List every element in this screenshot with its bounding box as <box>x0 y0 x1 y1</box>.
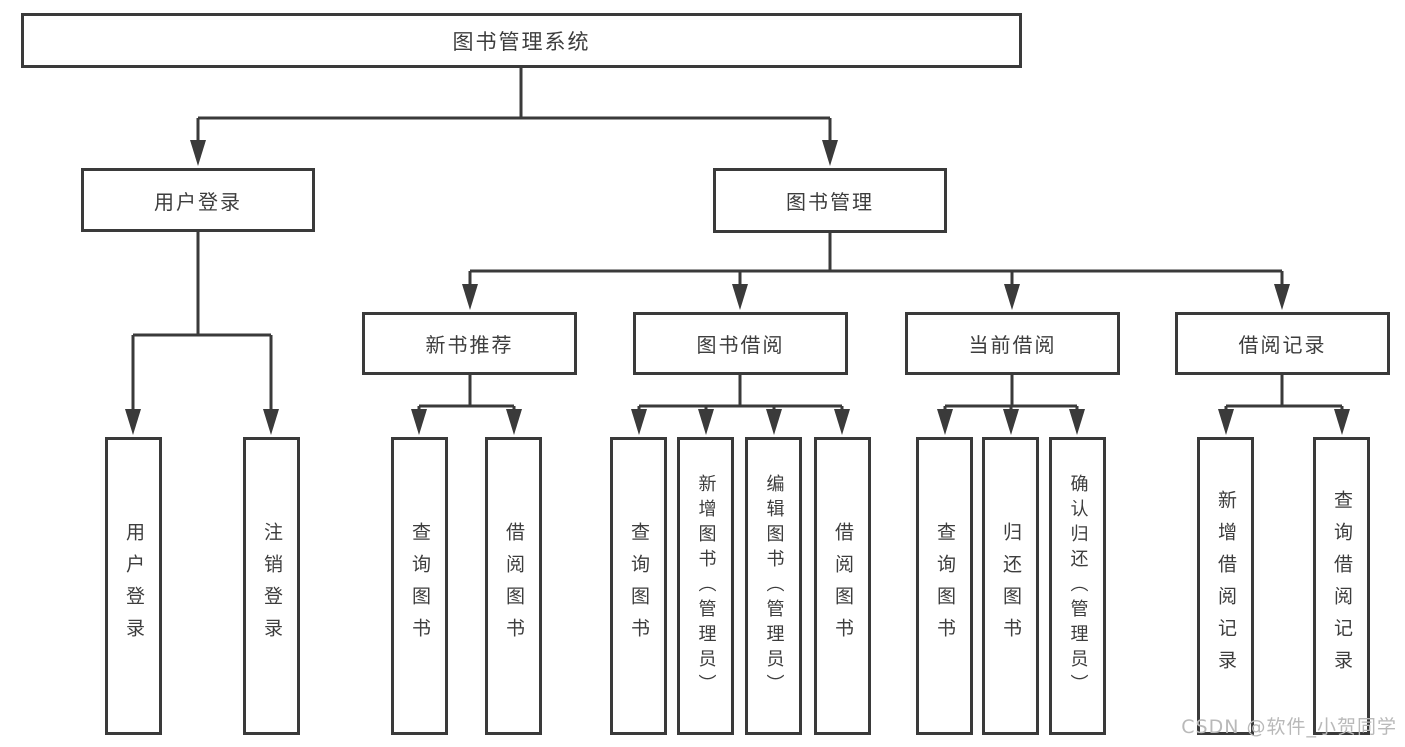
leaf-label: 借阅图书 <box>832 522 854 650</box>
leaf-label: 确认归还（管理员） <box>1067 473 1089 699</box>
leaf-label: 归还图书 <box>1000 522 1022 650</box>
leaf-label: 查询图书 <box>409 522 431 650</box>
node-library-management-system: 图书管理系统 <box>21 13 1022 68</box>
leaf-add-books-admin: 新增图书（管理员） <box>677 437 734 735</box>
leaf-add-borrow-record: 新增借阅记录 <box>1197 437 1254 735</box>
watermark: CSDN @软件_小贺同学 <box>1181 716 1397 738</box>
node-book-borrow: 图书借阅 <box>633 312 848 375</box>
leaf-user-login: 用户登录 <box>105 437 162 735</box>
node-borrow-records: 借阅记录 <box>1175 312 1390 375</box>
leaf-label: 查询借阅记录 <box>1331 490 1353 682</box>
leaf-return-books: 归还图书 <box>982 437 1039 735</box>
node-book-management: 图书管理 <box>713 168 947 233</box>
leaf-label: 注销登录 <box>261 522 283 650</box>
leaf-label: 查询图书 <box>934 522 956 650</box>
leaf-query-books-borrow: 查询图书 <box>610 437 667 735</box>
leaf-edit-books-admin: 编辑图书（管理员） <box>745 437 802 735</box>
leaf-query-books-current: 查询图书 <box>916 437 973 735</box>
leaf-query-borrow-record: 查询借阅记录 <box>1313 437 1370 735</box>
node-user-login: 用户登录 <box>81 168 315 232</box>
leaf-label: 查询图书 <box>628 522 650 650</box>
leaf-confirm-return-admin: 确认归还（管理员） <box>1049 437 1106 735</box>
leaf-label: 新增借阅记录 <box>1215 490 1237 682</box>
leaf-label: 编辑图书（管理员） <box>763 473 785 699</box>
leaf-label: 借阅图书 <box>503 522 525 650</box>
node-current-borrow: 当前借阅 <box>905 312 1120 375</box>
leaf-borrow-books: 借阅图书 <box>814 437 871 735</box>
leaf-label: 用户登录 <box>123 522 145 650</box>
node-new-book-recommend: 新书推荐 <box>362 312 577 375</box>
leaf-borrow-books-newbook: 借阅图书 <box>485 437 542 735</box>
leaf-logout: 注销登录 <box>243 437 300 735</box>
leaf-query-books-newbook: 查询图书 <box>391 437 448 735</box>
leaf-label: 新增图书（管理员） <box>695 473 717 699</box>
